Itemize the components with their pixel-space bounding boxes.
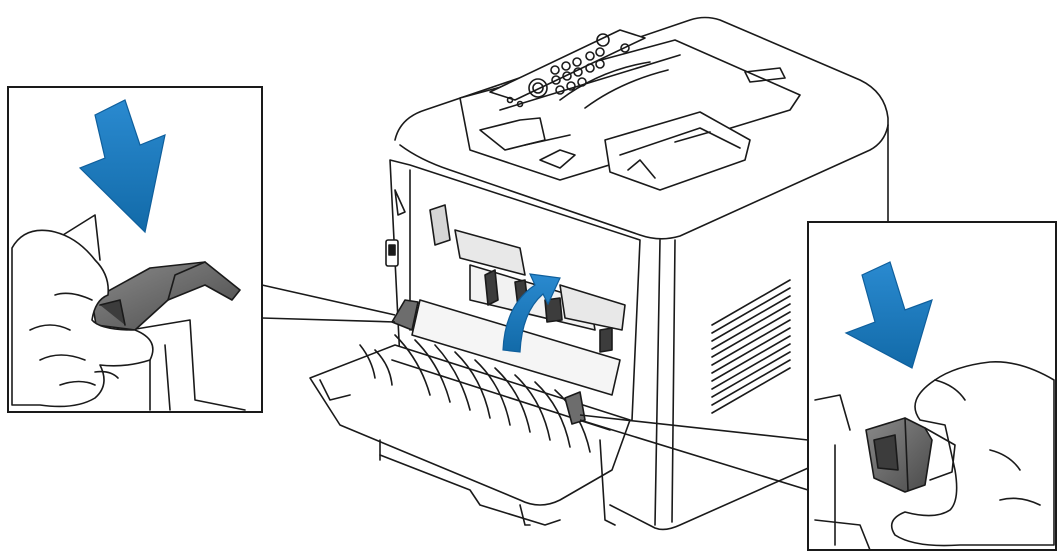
- printer-top-edge: [399, 124, 889, 240]
- left-detail-inset: [7, 86, 263, 413]
- curved-arrow-up-icon: [502, 273, 561, 353]
- rear-door: [309, 334, 631, 526]
- right-detail-inset: [807, 221, 1057, 551]
- right-fuser-lever: [564, 391, 586, 425]
- hand-left: [11, 229, 154, 408]
- printer-side-corner: [654, 239, 661, 526]
- arrow-down-icon: [78, 99, 166, 234]
- left-fuser-lever: [391, 299, 419, 331]
- callout-line-left-top: [261, 284, 396, 316]
- control-panel: [489, 29, 646, 108]
- callout-line-right-top: [579, 414, 809, 441]
- callout-lines: [261, 284, 809, 491]
- callout-line-right-bottom: [579, 419, 809, 491]
- lever-detail-right: [865, 417, 933, 493]
- lever-detail-left: [91, 261, 241, 331]
- hand-right: [890, 361, 1055, 547]
- printer: [309, 16, 889, 531]
- callout-line-left-bottom: [261, 317, 396, 323]
- arrow-down-icon: [844, 261, 933, 369]
- side-vents: [711, 279, 791, 414]
- output-tray-flap: [604, 111, 751, 191]
- output-tray-recess: [459, 39, 801, 181]
